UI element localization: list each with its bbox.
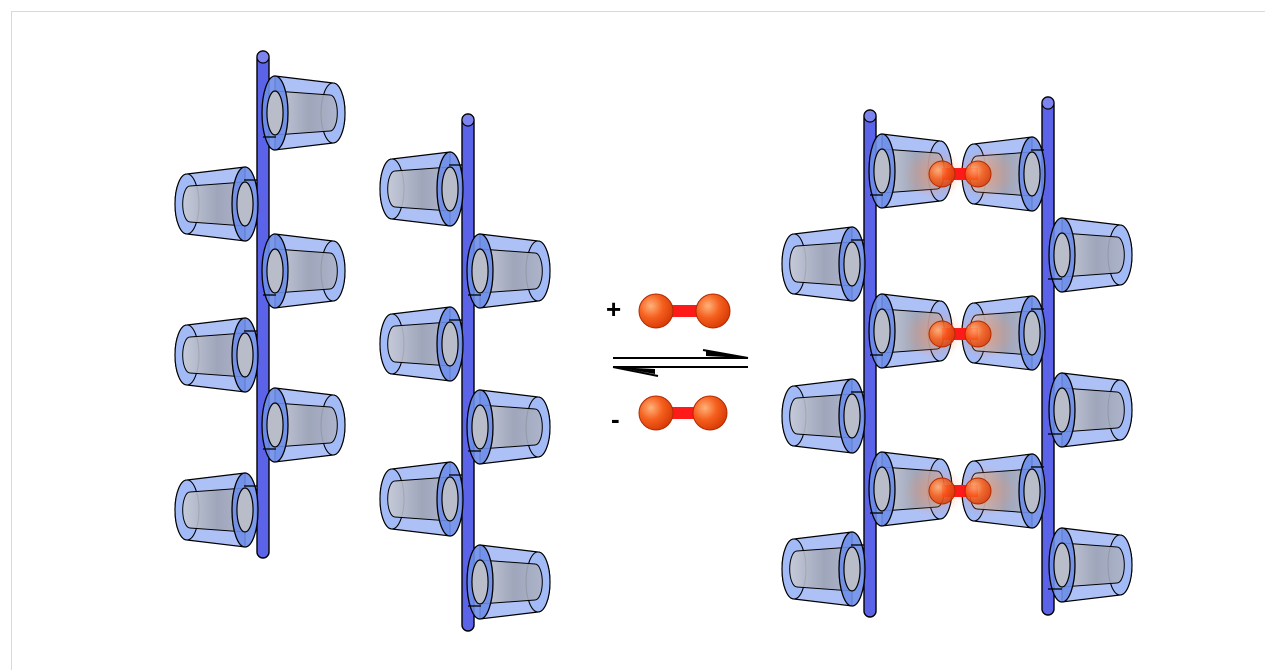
add-guest-sign: + (606, 294, 622, 324)
host-a-left-3 (174, 472, 259, 548)
bound-guest-1-icon (904, 148, 1016, 200)
host-c-left-3 (781, 531, 866, 607)
guest-molecules-layer (638, 148, 1016, 517)
bound-guest-2-icon (904, 308, 1016, 360)
host-a-left-2 (174, 317, 259, 393)
host-b-right-3 (466, 544, 551, 620)
host-b-right-1 (466, 233, 551, 309)
host-d-right-1 (1048, 217, 1133, 293)
host-c-left-1 (781, 226, 866, 302)
equilibrium-arrows-icon (612, 349, 749, 377)
host-b-left-1 (379, 151, 464, 227)
free-guest-bottom-icon (638, 395, 728, 431)
free-guest-top-icon (638, 293, 731, 329)
host-a-right-3 (261, 387, 346, 463)
host-c-left-2 (781, 378, 866, 454)
remove-guest-sign: - (611, 404, 620, 434)
diagram-frame (11, 11, 1265, 670)
host-d-right-2 (1048, 372, 1133, 448)
host-b-right-2 (466, 389, 551, 465)
cyclodextrin-hosts-layer (174, 75, 1133, 620)
host-a-right-2 (261, 233, 346, 309)
host-d-right-3 (1048, 527, 1133, 603)
bound-guest-3-icon (904, 465, 1016, 517)
host-a-right-1 (261, 75, 346, 151)
host-b-left-3 (379, 461, 464, 537)
host-b-left-2 (379, 306, 464, 382)
host-a-left-1 (174, 166, 259, 242)
